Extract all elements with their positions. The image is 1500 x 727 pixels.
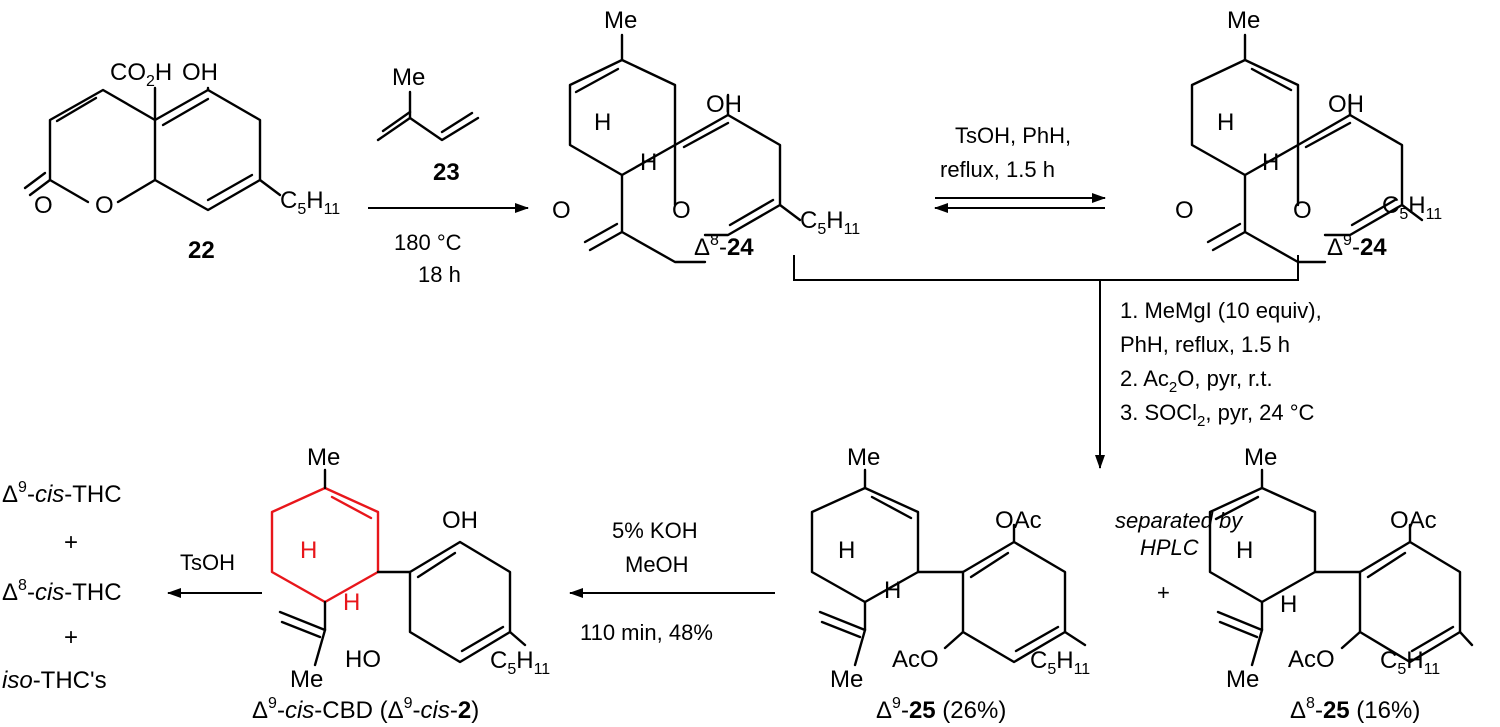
compound-d8-24-structure: [568, 33, 802, 264]
d9-25-me-label: Me: [847, 444, 880, 471]
step2-condition-1: TsOH, PhH,: [955, 123, 1071, 148]
d9-25-h-bottom-label: H: [884, 577, 901, 604]
d8-25-aco-label: AcO: [1288, 646, 1335, 673]
step5-condition: TsOH: [180, 550, 235, 575]
combine-bracket: [793, 255, 1299, 281]
d8-24-h-bottom-label: H: [640, 149, 657, 176]
d8-24-carbonyl-o: O: [552, 197, 571, 224]
co2h-label: CO2H: [110, 59, 172, 90]
step3-condition-4: 3. SOCl2, pyr, 24 °C: [1120, 400, 1315, 430]
d8-25-c5h11-label: C5H11: [1380, 647, 1440, 678]
d9-25-compound-label: Δ9-25 (26%): [876, 695, 1006, 724]
isoprene-structure: [376, 90, 480, 142]
d9-24-h-bottom-label: H: [1262, 149, 1279, 176]
cbd-c5h11-label: C5H11: [490, 647, 550, 678]
compound-22-structure: [23, 86, 282, 212]
d9-24-h-top-label: H: [1217, 109, 1234, 136]
compound-d9-24-structure: [1190, 33, 1424, 264]
cbd-ho-label: HO: [345, 646, 381, 673]
cbd-h-top-label: H: [300, 537, 317, 564]
cbd-h-bottom-label: H: [343, 589, 360, 616]
isoprene-me-label: Me: [392, 64, 425, 91]
d8-25-oac-label: OAc: [1390, 507, 1437, 534]
step3-condition-1: 1. MeMgI (10 equiv),: [1120, 298, 1322, 323]
oh-label: OH: [182, 59, 218, 86]
product-d9-cis-thc: Δ9-cis-THC: [2, 479, 122, 508]
c5h11-label: C5H11: [280, 187, 340, 218]
separation-note-2: HPLC: [1140, 535, 1199, 560]
cbd-oh-label: OH: [442, 507, 478, 534]
cbd-compound-label: Δ9-cis-CBD (Δ9-cis-2): [252, 695, 479, 724]
d9-25-c5h11-label: C5H11: [1030, 647, 1090, 678]
cbd-me-label: Me: [307, 444, 340, 471]
compound-23-label: 23: [433, 159, 460, 186]
step2-condition-2: reflux, 1.5 h: [940, 157, 1055, 182]
compound-22-label: 22: [188, 237, 215, 264]
d9-24-me-label: Me: [1227, 7, 1260, 34]
d9-24-oh-label: OH: [1328, 91, 1364, 118]
product-iso-thc: iso-THC's: [2, 667, 107, 694]
d8-24-compound-label: Δ8-24: [694, 232, 754, 261]
d9-25-oac-label: OAc: [995, 507, 1042, 534]
ring-o-label: O: [95, 192, 114, 219]
d9-24-c5h11-label: C5H11: [1382, 192, 1442, 223]
d8-25-me-label: Me: [1244, 444, 1277, 471]
d8-24-h-top-label: H: [594, 109, 611, 136]
d8-24-ring-o: O: [672, 197, 691, 224]
d8-25-me2-label: Me: [1226, 666, 1259, 693]
d9-24-carbonyl-o: O: [1175, 197, 1194, 224]
step4-condition-1: 5% KOH: [612, 518, 698, 543]
separation-note-1: separated by: [1115, 508, 1244, 533]
compound-d8-25-structure: [1208, 468, 1474, 667]
step4-condition-3: 110 min, 48%: [580, 620, 713, 645]
d8-24-c5h11-label: C5H11: [800, 207, 860, 238]
d8-25-h-bottom-label: H: [1280, 591, 1297, 618]
step4-condition-2: MeOH: [625, 552, 689, 577]
d9-24-compound-label: Δ9-24: [1327, 232, 1387, 261]
d9-25-aco-label: AcO: [892, 646, 939, 673]
d9-25-h-top-label: H: [838, 537, 855, 564]
product-plus-2: +: [64, 624, 78, 651]
separation-plus: +: [1157, 580, 1170, 605]
d8-25-compound-label: Δ8-25 (16%): [1290, 695, 1420, 724]
product-plus-1: +: [64, 529, 78, 556]
step1-condition-1: 180 °C: [394, 230, 462, 255]
step3-condition-2: PhH, reflux, 1.5 h: [1120, 332, 1290, 357]
cbd-structure: [270, 468, 527, 667]
d9-25-me2-label: Me: [830, 666, 863, 693]
d9-24-ring-o: O: [1293, 197, 1312, 224]
compound-d9-25-structure: [810, 468, 1087, 667]
cbd-me2-label: Me: [290, 666, 323, 693]
d8-24-oh-label: OH: [706, 91, 742, 118]
product-d8-cis-thc: Δ8-cis-THC: [2, 577, 122, 606]
d8-25-h-top-label: H: [1236, 537, 1253, 564]
d8-24-me-label: Me: [604, 7, 637, 34]
carbonyl-o-label: O: [34, 192, 53, 219]
step3-condition-3: 2. Ac2O, pyr, r.t.: [1120, 366, 1273, 396]
step1-condition-2: 18 h: [418, 262, 461, 287]
